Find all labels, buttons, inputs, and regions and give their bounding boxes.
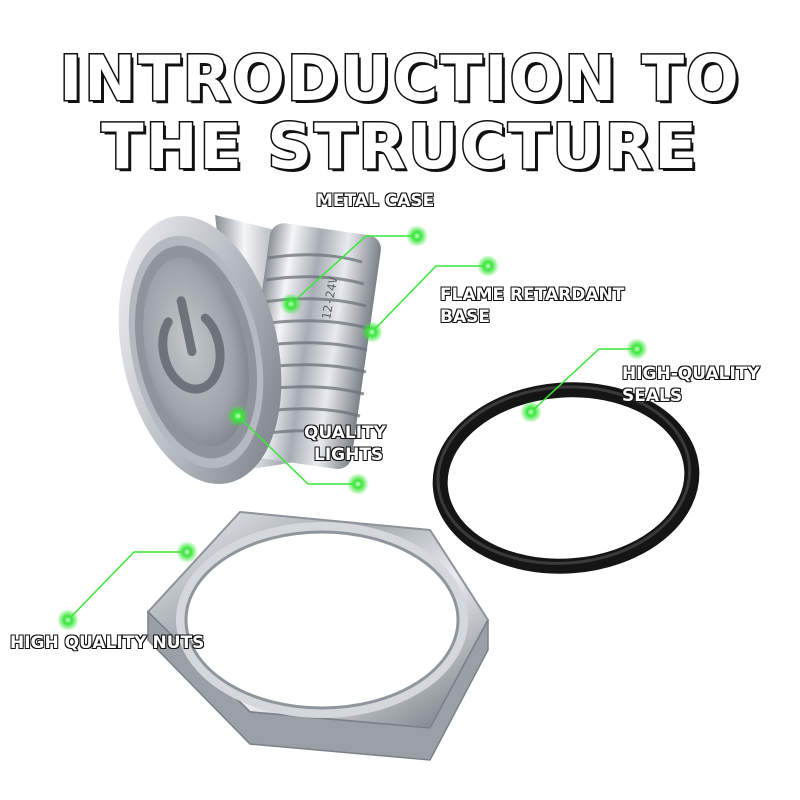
callout-dots (57, 225, 648, 631)
hex-nut (146, 510, 490, 761)
label-flame-retardant-base: FLAME RETARDANT BASE (439, 284, 625, 327)
label-high-quality-seals: HIGH-QUALITY SEALS (621, 363, 760, 406)
o-ring-seal (432, 382, 700, 574)
title-line-2: THE STRUCTURE (100, 110, 699, 183)
callout-lines (67, 235, 637, 621)
label-metal-case: METAL CASE (315, 190, 435, 211)
label-high-quality-nuts: HIGH QUALITY NUTS (9, 632, 205, 653)
label-quality-lights: QUALITY LIGHTS (303, 422, 386, 465)
power-icon (158, 296, 225, 394)
title-line-1: INTRODUCTION TO (58, 42, 741, 115)
